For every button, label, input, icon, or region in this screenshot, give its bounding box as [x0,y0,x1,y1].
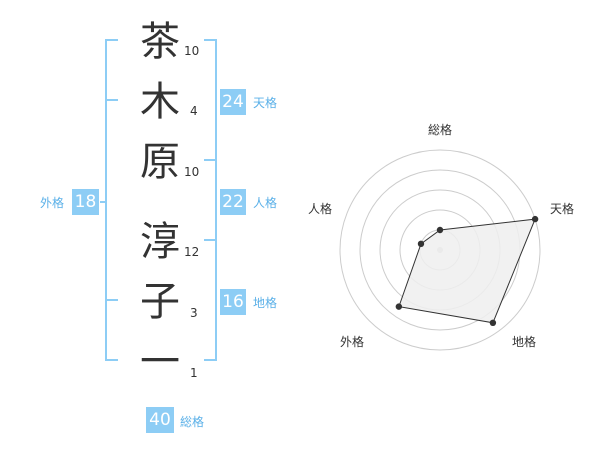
radar-point-top [436,226,444,234]
chikaku-value: 16 [220,289,246,315]
chikaku-bracket [204,239,217,361]
jinkaku-value: 22 [220,189,246,215]
name-char-4: 淳 [140,219,180,265]
name-char-5: 子 [140,279,180,325]
stroke-count-3: 10 [184,165,200,179]
chikaku-label: 地格 [253,296,278,310]
stroke-count-5: 3 [190,306,198,320]
radar-points [395,215,539,327]
soukaku-label: 総格 [180,415,205,429]
jinkaku-label: 人格 [253,196,278,210]
radar-point-right [531,215,539,223]
radar-label-soukaku: 総格 [427,123,452,137]
gaikaku-label: 外格 [40,196,65,210]
tenkaku-label: 天格 [253,96,278,110]
name-char-2: 木 [140,79,180,125]
name-char-3: 原 [140,139,180,185]
radar-point-left [417,240,425,248]
gaikaku-bracket [105,39,118,361]
tenkaku-value: 24 [220,89,246,115]
radar-label-gaikaku: 外格 [339,335,364,349]
stroke-count-2: 4 [190,104,198,118]
stroke-count-6: 1 [190,366,198,380]
name-char-1: 茶 [140,19,180,65]
stroke-count-4: 12 [184,245,200,259]
gaikaku-value: 18 [72,189,99,215]
radar-label-jinkaku: 人格 [307,202,332,216]
name-char-6: 一 [140,339,180,385]
radar-point-bottom_right [489,319,497,327]
radar-label-chikaku: 地格 [511,335,536,349]
stroke-count-1: 10 [184,44,200,58]
radar-ring [339,149,541,351]
radar-label-tenkaku: 天格 [549,202,574,216]
radar-polygon [398,218,536,324]
soukaku-value: 40 [146,407,174,433]
radar-point-bottom_left [395,303,403,310]
